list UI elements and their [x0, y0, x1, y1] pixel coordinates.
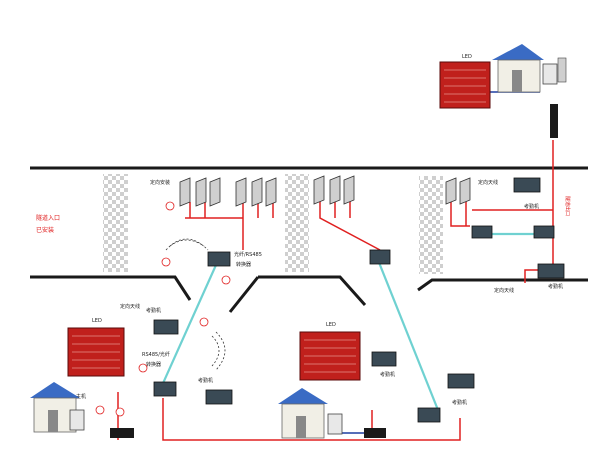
host-label-left: 主机 [76, 393, 86, 400]
directional-antenna-label-right: 定向天线 [478, 179, 498, 186]
directional-antenna-label-right-2: 定向天线 [494, 287, 514, 294]
converter-label-left-2: 转换器 [146, 361, 161, 368]
converter-top [207, 251, 231, 267]
directional-antenna-label-left: 定向天线 [120, 303, 140, 310]
house-left [30, 382, 80, 433]
connector-bottom [364, 428, 386, 438]
checker-zone-2 [285, 174, 309, 272]
bottom-site: LED 考勤机 考勤机 [278, 322, 475, 439]
checker-zone-1 [103, 174, 128, 272]
signal-arcs-left [211, 331, 226, 371]
directional-antenna-label-top: 定向安装 [150, 179, 170, 186]
converter-left [153, 381, 177, 397]
attendance-label-left-2: 考勤机 [198, 377, 213, 384]
tunnel-bottom-wall-left [30, 275, 192, 301]
tunnel-entrance-label: 隧道入口 [36, 214, 60, 222]
tunnel-exit-label: 隧道出口 [564, 196, 571, 216]
converter-label-top-2: 转换器 [236, 261, 251, 268]
attendance-device-right-1 [513, 177, 541, 193]
right-site: 定向天线 考勤机 隧道出口 定向天线 考勤机 [471, 177, 571, 294]
converter-right-a [471, 225, 493, 239]
marker-circles [95, 201, 231, 417]
connector-top [550, 104, 558, 138]
signal-arcs-top [165, 238, 209, 251]
readers-row-top [179, 175, 471, 207]
converter-bottom [417, 407, 441, 423]
converter-label-top: 光纤/RS485 [234, 251, 262, 258]
attendance-label-right-2: 考勤机 [548, 283, 563, 290]
top-right-site: LED [439, 44, 567, 138]
led-panel-top [439, 61, 491, 109]
attendance-device-left-2 [205, 389, 233, 405]
converter-right-b [533, 225, 555, 239]
attendance-label-right-1: 考勤机 [524, 203, 539, 210]
tunnel-walls [30, 166, 588, 313]
host-terminal-top [542, 63, 558, 85]
attendance-device-left-1 [153, 319, 179, 335]
attendance-label-left-1: 考勤机 [146, 307, 161, 314]
host-terminal-left [69, 409, 85, 431]
led-label-top: LED [462, 54, 472, 60]
connector-left [110, 428, 134, 438]
host-terminal-bottom [327, 413, 343, 435]
converter-label-left: RS485/光纤 [142, 351, 170, 358]
attendance-device-right-2 [537, 263, 565, 279]
attendance-label-bottom-2: 考勤机 [452, 399, 467, 406]
house-bottom [278, 388, 328, 439]
led-label-left: LED [92, 318, 102, 324]
converter-mid [369, 249, 391, 265]
left-site: 定向天线 考勤机 LED RS485/光纤 转换器 考勤机 主机 [30, 303, 233, 438]
checker-zone-3 [419, 176, 443, 274]
attendance-device-bottom-1 [371, 351, 397, 367]
attendance-label-bottom-1: 考勤机 [380, 371, 395, 378]
led-label-bottom: LED [326, 322, 336, 328]
checker-zones [103, 174, 443, 274]
tunnel-bottom-wall-mid [228, 275, 367, 313]
fiber-cable-runs [95, 232, 535, 411]
attendance-device-bottom-2 [447, 373, 475, 389]
tunnel-bottom-wall-right [417, 278, 588, 292]
house-top [492, 44, 544, 93]
installed-label: 已安装 [36, 226, 54, 234]
